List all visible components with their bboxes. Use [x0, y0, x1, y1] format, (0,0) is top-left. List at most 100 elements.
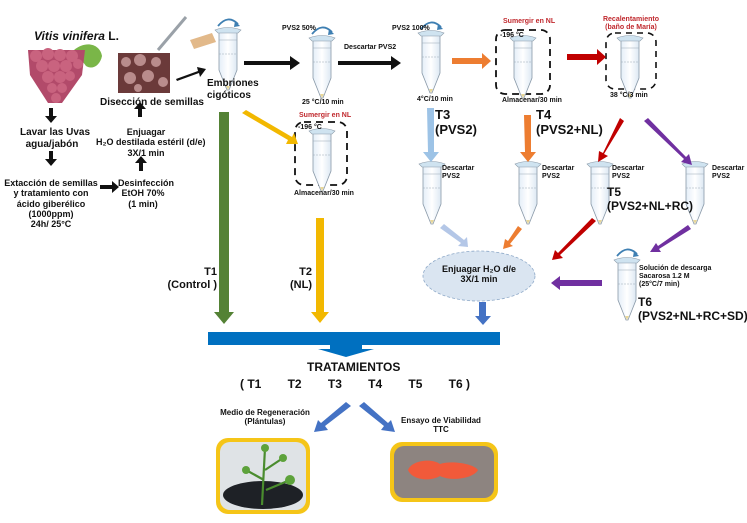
- tube-ln-t4: [509, 35, 537, 99]
- rinse-ellipse-line: Enjuagar H₂O d/e: [441, 264, 516, 274]
- ln-title-t2: Sumergir en NL: [299, 112, 352, 119]
- disinfection-line: Desinfección: [118, 178, 175, 188]
- ln-dashed-box: [495, 29, 551, 95]
- treatment-label-t1: T1 (Control ): [165, 266, 217, 291]
- arrow-t1: [214, 112, 234, 324]
- unloading-line: Sacarosa 1.2 M: [639, 273, 690, 281]
- seed-fragment-image: [190, 33, 216, 49]
- treatment-label-t5: T5 (PVS2+NL+RC): [607, 185, 694, 214]
- grape-bunch-image: [28, 44, 102, 103]
- rewarm-title: Recalentamiento (baño de María): [596, 16, 666, 32]
- arrow-to-viability: [359, 402, 395, 432]
- arrow-t6-to-unload: [650, 225, 691, 252]
- tube-ln-t2: [308, 128, 336, 192]
- arrow-unload-to-rinse: [551, 276, 602, 290]
- treatment-id: T3: [435, 107, 451, 122]
- rinse-line: Enjuagar: [126, 127, 166, 137]
- species-author: L.: [104, 29, 119, 43]
- discard-line: PVS2: [442, 173, 460, 181]
- viability-line: TTC: [433, 425, 449, 435]
- discard-line: PVS2: [542, 173, 560, 181]
- ln-title-t4: Sumergir en NL: [503, 18, 556, 25]
- disinfection-step: Desinfección EtOH 70% (1 min): [118, 178, 175, 209]
- extraction-line: y tratamiento con: [13, 188, 89, 199]
- arrow-to-t5: [598, 118, 624, 162]
- ln-temp-t4: -196 °C: [500, 32, 524, 39]
- ln-temp-t2: -196 °C: [298, 124, 322, 131]
- treatment-desc: (Control ): [167, 278, 217, 291]
- arrow-to-rewarm: [567, 49, 606, 65]
- treatment-label-t2: T2 (NL): [282, 266, 312, 291]
- treatments-list-item: T6 ): [448, 377, 470, 391]
- extraction-line: Extacción de semillas: [4, 178, 98, 188]
- disinfection-line: EtOH 70%: [121, 188, 165, 199]
- rewarm-condition: 38 °C/3 min: [610, 92, 648, 99]
- viability-label: Ensayo de Viabilidad TTC: [386, 416, 496, 434]
- arrow-to-t2-ln: [242, 110, 298, 144]
- treatment-label-t3: T3 (PVS2): [435, 107, 477, 138]
- arrow-t4-to-rinse: [503, 226, 522, 249]
- left-flow-arrows: [45, 56, 401, 193]
- wash-line: agua/jabón: [25, 138, 79, 150]
- rinse-ellipse: [422, 250, 536, 302]
- treatment-label-t6: T6 (PVS2+NL+RC+SD): [638, 295, 747, 324]
- species-name: Vitis vinifera: [34, 29, 105, 43]
- arrow-t5-to-rinse: [552, 218, 596, 260]
- extraction-line: 24h/ 25°C: [30, 219, 72, 230]
- extraction-line: (1000ppm): [28, 209, 74, 220]
- treatment-id: T5: [607, 185, 622, 199]
- pvs2-50-condition: 25 °C/10 min: [302, 99, 344, 106]
- treatment-id: T2: [299, 266, 312, 278]
- tube-pvs2-50: [308, 26, 336, 99]
- viability-line: Ensayo de Viabilidad: [401, 416, 481, 425]
- treatment-label-t4: T4 (PVS2+NL): [536, 107, 603, 138]
- arrow-t3: [423, 108, 439, 162]
- treatments-list-item: T4: [368, 377, 383, 391]
- pvs2-100-condition: 4°C/10 min: [417, 96, 453, 103]
- treatment-id: T4: [536, 107, 552, 122]
- treatments-list-item: T5: [408, 377, 423, 391]
- tube-discard-t4: [514, 161, 542, 225]
- rewarm-title-line: (baño de María): [605, 24, 657, 32]
- treatments-list-item: ( T1: [240, 377, 262, 391]
- regeneration-label: Medio de Regeneración (Plántulas): [210, 408, 320, 426]
- treatments-title: TRATAMIENTOS: [307, 360, 401, 374]
- ln-store-t2: Almacenar/30 min: [294, 190, 354, 197]
- rewarm-title-line: Recalentamiento: [602, 16, 660, 23]
- discard-pvs2-label: Descartar PVS2: [344, 44, 397, 51]
- discard-line: PVS2: [612, 173, 630, 181]
- arrow-t2: [311, 218, 329, 323]
- embryos-label: Embriones cigóticos: [207, 78, 259, 101]
- arrow-t4: [520, 115, 536, 162]
- embryos-line: Embriones: [207, 78, 259, 89]
- discard-line: PVS2: [712, 173, 730, 181]
- discard-line: Descartar: [542, 165, 575, 172]
- treatments-list-item: T2: [287, 377, 302, 391]
- unloading-line: Solución de descarga: [639, 265, 712, 272]
- discard-line: Descartar: [612, 165, 645, 172]
- collector-arrow: [318, 345, 374, 357]
- wash-step: Lavar las Uvas agua/jabón: [20, 127, 91, 150]
- treatment-desc: (PVS2+NL): [536, 121, 603, 137]
- rinse-line: 3X/1 min: [127, 147, 165, 158]
- disinfection-line: (1 min): [128, 198, 158, 209]
- extraction-line: ácido giberélico: [16, 198, 86, 209]
- treatment-desc: (PVS2): [435, 121, 477, 137]
- treatment-desc: (PVS2+NL+RC): [607, 198, 694, 213]
- treatment-desc: (NL): [290, 278, 312, 291]
- species-title: Vitis vinifera L.: [34, 29, 119, 44]
- unloading-solution-label: Solución de descarga Sacarosa 1.2 M (25°…: [639, 265, 711, 289]
- wash-line: Lavar las Uvas: [20, 127, 91, 138]
- arrow-rinse-down: [475, 302, 491, 325]
- extraction-step: Extacción de semillas y tratamiento con …: [4, 178, 98, 230]
- regeneration-line: (Plántulas): [244, 417, 286, 427]
- arrow-to-t6-discard: [644, 118, 692, 165]
- seed-dissection-image: [118, 16, 188, 93]
- rinse-ellipse-line: 3X/1 min: [460, 274, 498, 285]
